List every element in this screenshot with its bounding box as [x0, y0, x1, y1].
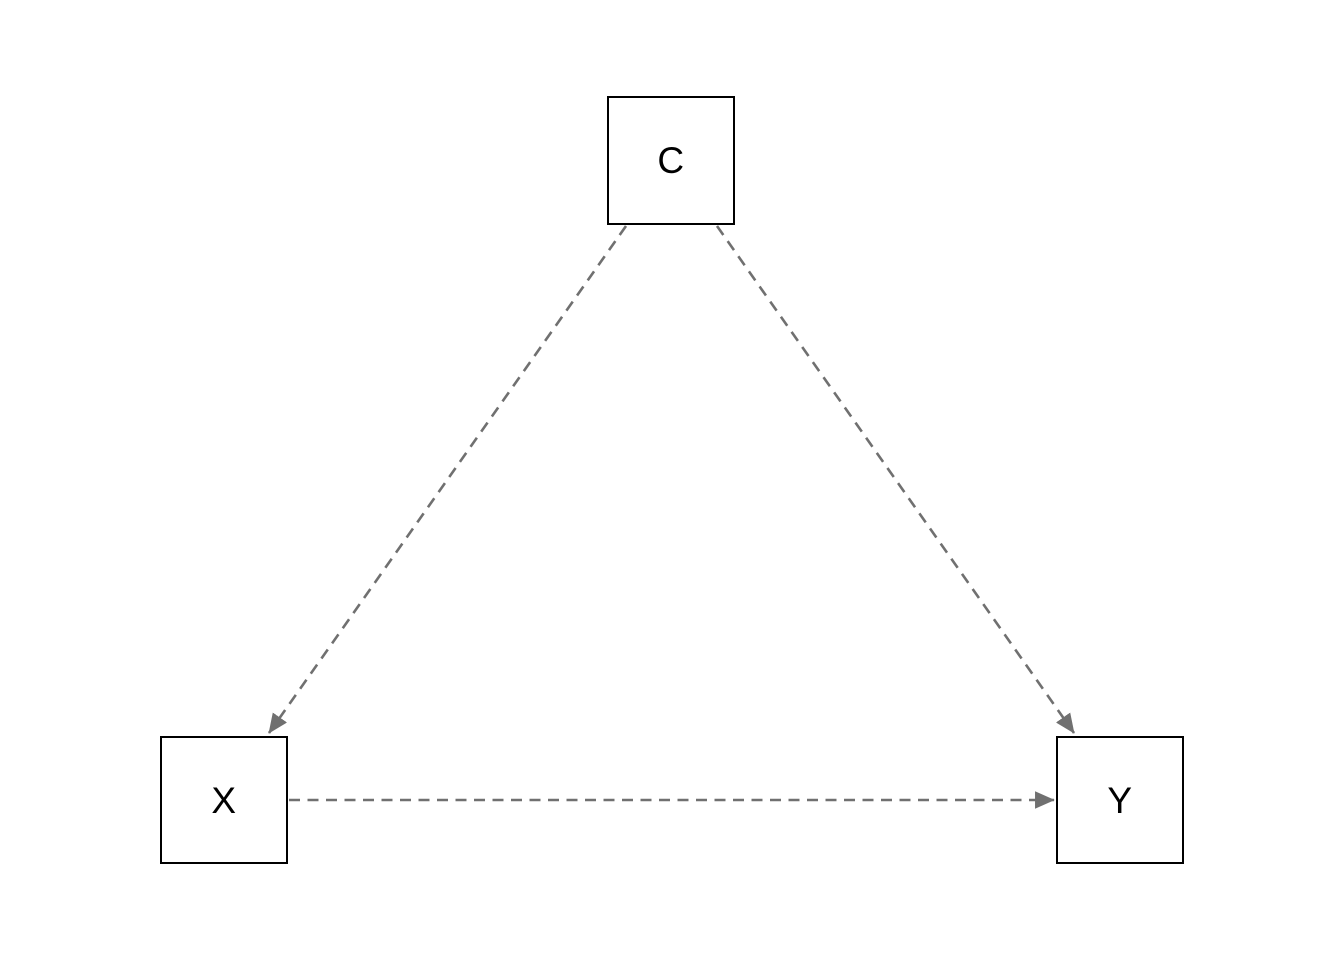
node-y-label: Y: [1107, 779, 1133, 821]
node-c-label: C: [657, 140, 685, 181]
node-x[interactable]: X: [160, 736, 288, 864]
node-c[interactable]: C: [607, 96, 735, 225]
edge-c-to-y: [715, 225, 1076, 734]
node-x-label: X: [211, 779, 237, 821]
edge-c-to-x: [267, 225, 628, 734]
node-y[interactable]: Y: [1056, 736, 1184, 864]
